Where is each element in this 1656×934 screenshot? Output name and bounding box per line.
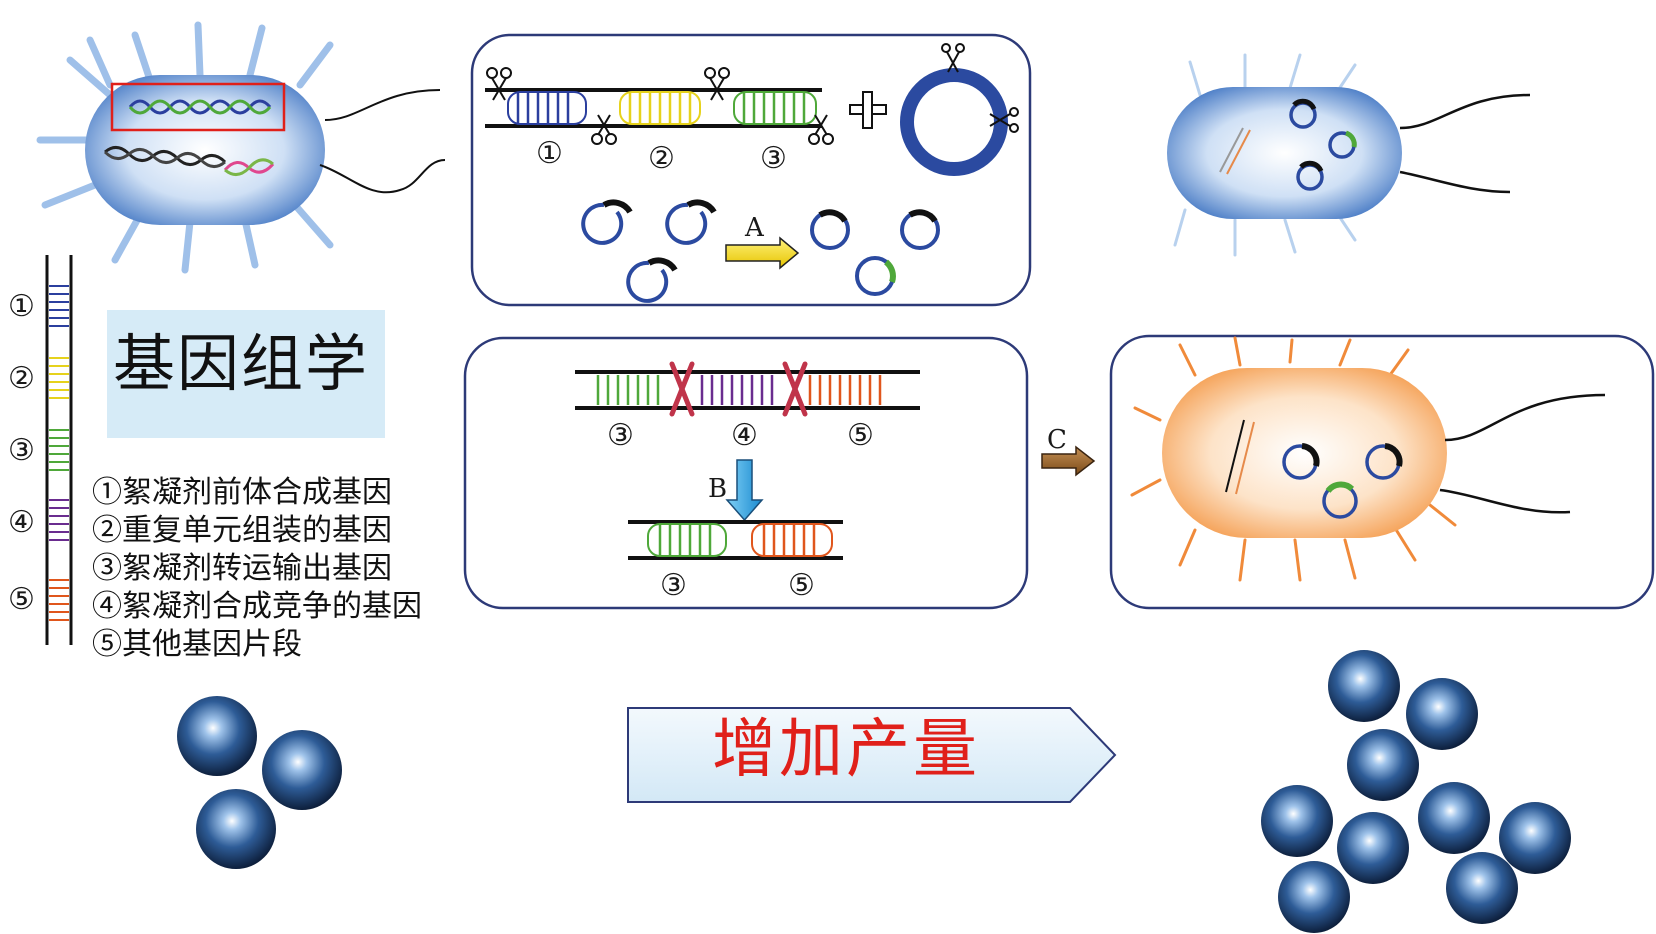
plus-icon [849,91,887,129]
gene-label-3: ③ [607,418,634,453]
gene-label-1: ① [536,136,563,171]
legend-item: ③絮凝剂转运输出基因 [92,551,392,586]
cross-out-icon [782,361,808,417]
boost-label: 增加产量 [712,713,980,787]
boost-arrow-banner [627,707,1117,803]
gene-label-4: ④ [731,418,758,453]
ladder-label-1: ① [8,289,35,324]
arrow-down-icon [725,459,764,522]
scissors-icon [808,114,834,145]
legend-item: ②重复单元组装的基因 [92,513,392,548]
ladder-label-5: ⑤ [8,582,35,617]
step-label-a: A [745,213,764,243]
arrow-right-icon [725,236,800,270]
legend-item: ⑤其他基因片段 [92,627,302,662]
page-title: 基因组学 [113,327,370,400]
gene-label-2: ② [648,141,675,176]
step-label-b: B [708,474,728,504]
genome-ladder [45,255,73,645]
recombinant-plasmids-after [810,209,940,296]
flocculant-spheres-many [1261,650,1571,933]
genome-highlight-box [110,82,286,132]
panel-knockout [463,336,1029,610]
ladder-label-4: ④ [8,505,35,540]
panel-cloning [470,33,1032,307]
flocculant-spheres-few [177,696,342,869]
ladder-label-2: ② [8,361,35,396]
title-box [107,310,385,438]
scissors-icon [704,67,730,101]
gene-label-5: ⑤ [847,418,874,453]
scissors-icon [591,114,617,145]
gene-label-3: ③ [760,141,787,176]
legend-item: ④絮凝剂合成竞争的基因 [92,589,422,624]
ladder-label-3: ③ [8,433,35,468]
recombinant-plasmids-before [581,199,717,303]
gene-label-5: ⑤ [788,568,815,603]
plasmid [900,43,1019,176]
legend-item: ①絮凝剂前体合成基因 [92,475,392,510]
bacterium-recombinant [1167,53,1531,257]
step-label-c: C [1047,425,1067,455]
panel-engineered-strain [1109,334,1655,610]
arrow-right-icon [1041,445,1096,477]
cross-out-icon [669,361,695,417]
bacterium-wildtype [36,21,446,274]
gene-label-3: ③ [660,568,687,603]
scissors-icon [486,67,512,101]
